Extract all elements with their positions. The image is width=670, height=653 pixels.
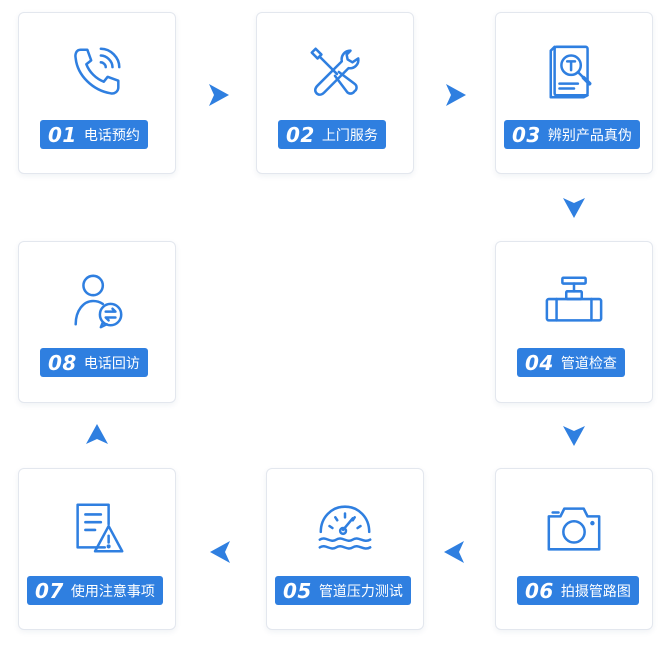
step-label: 04 管道检查 [517, 348, 625, 377]
camera-icon [543, 497, 605, 559]
step-label: 01 电话预约 [40, 120, 148, 149]
flow-arrow-left-icon [206, 537, 236, 567]
step-text: 上门服务 [321, 127, 378, 144]
step-label: 03 辨别产品真伪 [504, 120, 640, 149]
step-number: 03 [512, 122, 541, 147]
flow-arrow-down-icon [559, 192, 589, 222]
step-card-07: 07 使用注意事项 [18, 468, 176, 630]
flow-arrow-left-icon [440, 537, 470, 567]
flow-arrow-right-icon [440, 80, 470, 110]
product-verify-icon [543, 41, 605, 103]
warning-document-icon [66, 497, 128, 559]
step-text: 电话预约 [83, 127, 140, 144]
step-label: 08 电话回访 [40, 348, 148, 377]
flow-arrow-up-icon [82, 420, 112, 450]
step-number: 06 [525, 578, 554, 603]
step-card-04: 04 管道检查 [495, 241, 653, 403]
step-number: 04 [525, 350, 554, 375]
pressure-gauge-icon [314, 497, 376, 559]
step-number: 08 [48, 350, 77, 375]
step-number: 01 [48, 122, 77, 147]
tools-icon [304, 41, 366, 103]
step-number: 02 [286, 122, 315, 147]
step-card-03: 03 辨别产品真伪 [495, 12, 653, 174]
step-card-08: 08 电话回访 [18, 241, 176, 403]
phone-icon [66, 41, 128, 103]
step-label: 07 使用注意事项 [27, 576, 163, 605]
step-text: 使用注意事项 [70, 583, 155, 600]
step-card-05: 05 管道压力测试 [266, 468, 424, 630]
step-card-02: 02 上门服务 [256, 12, 414, 174]
step-label: 06 拍摄管路图 [517, 576, 639, 605]
step-text: 管道检查 [560, 355, 617, 372]
user-callback-icon [66, 270, 128, 332]
pipe-valve-icon [543, 270, 605, 332]
step-number: 05 [283, 578, 312, 603]
step-text: 管道压力测试 [318, 583, 403, 600]
step-label: 05 管道压力测试 [275, 576, 411, 605]
step-text: 拍摄管路图 [560, 583, 631, 600]
step-card-01: 01 电话预约 [18, 12, 176, 174]
flow-arrow-right-icon [203, 80, 233, 110]
step-number: 07 [35, 578, 64, 603]
step-text: 电话回访 [83, 355, 140, 372]
flow-arrow-down-icon [559, 420, 589, 450]
step-text: 辨别产品真伪 [547, 127, 632, 144]
step-card-06: 06 拍摄管路图 [495, 468, 653, 630]
step-label: 02 上门服务 [278, 120, 386, 149]
